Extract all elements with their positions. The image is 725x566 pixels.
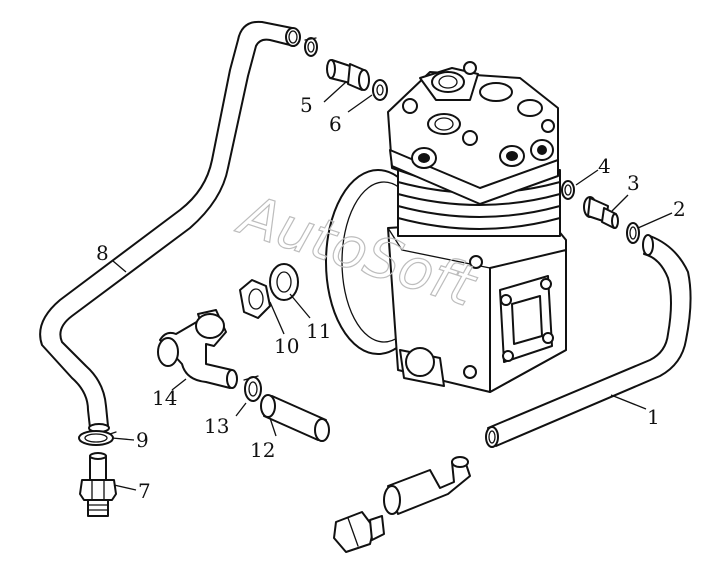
bottom-connector: [333, 511, 385, 553]
callout-labels: 1 2 3 4 5 6 7 8 9 10 11 12 13 14: [96, 93, 686, 503]
part-1-hose: [485, 234, 692, 448]
part-14-elbow: [157, 309, 238, 389]
part-13-clamp: [243, 375, 262, 402]
callout-4: 4: [598, 154, 611, 178]
hose-top-clamp: [304, 37, 318, 57]
leader-lines: [111, 81, 673, 491]
callout-14: 14: [152, 386, 177, 410]
callout-3: 3: [627, 171, 640, 195]
part-8-hose: [39, 20, 301, 433]
part-6-washer: [372, 79, 388, 101]
part-3-union: [583, 196, 619, 229]
part-9-clamp: [78, 430, 117, 446]
part-11-washer: [269, 263, 299, 301]
part-5-union: [326, 59, 370, 91]
callout-5: 5: [300, 93, 313, 117]
part-7-fitting: [79, 452, 117, 517]
callout-11: 11: [306, 319, 331, 343]
tee-connector: [383, 456, 471, 515]
part-4-washer: [561, 180, 575, 200]
part-2-clamp: [626, 222, 640, 244]
callout-9: 9: [136, 428, 149, 452]
callout-12: 12: [250, 438, 275, 462]
callout-8: 8: [96, 241, 109, 265]
air-compressor: [325, 61, 567, 393]
callout-1: 1: [647, 405, 660, 429]
part-12-hose: [260, 394, 330, 442]
callout-13: 13: [204, 414, 229, 438]
callout-7: 7: [138, 479, 151, 503]
callout-10: 10: [274, 334, 299, 358]
part-10-nut: [239, 279, 271, 319]
callout-2: 2: [673, 197, 686, 221]
callout-6: 6: [329, 112, 342, 136]
